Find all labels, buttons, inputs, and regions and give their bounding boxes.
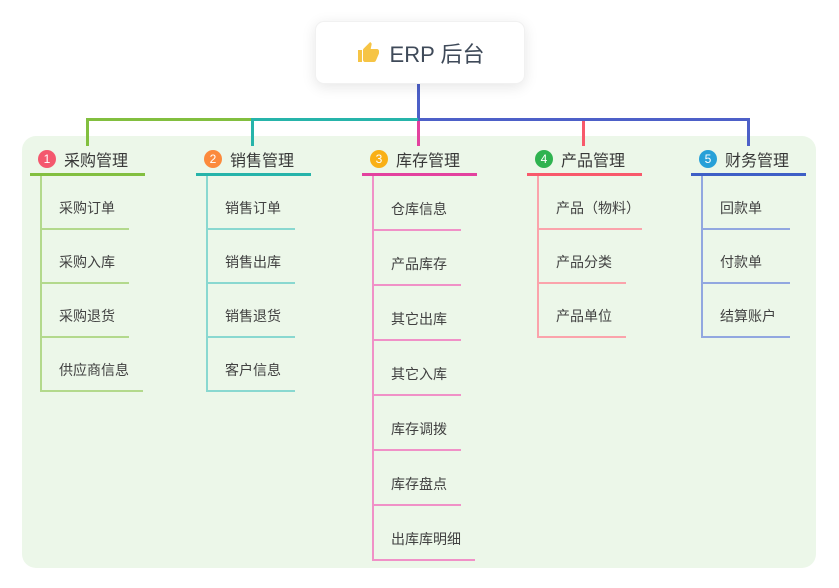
node-item[interactable]: 其它出库 [374,286,477,341]
node-item[interactable]: 销售出库 [208,230,311,284]
connector-branch2-horizontal [251,118,420,121]
branch-finance: 5 财务管理 回款单 付款单 结算账户 [691,144,806,338]
branch-title-label: 产品管理 [561,152,626,170]
connector-root-stem [417,82,420,118]
branch-children: 采购订单 采购入库 采购退货 供应商信息 [40,176,145,392]
root-node[interactable]: ERP 后台 [315,21,525,84]
node-item[interactable]: 采购退货 [42,284,145,338]
node-item[interactable]: 仓库信息 [374,176,477,231]
branch-purchase: 1 采购管理 采购订单 采购入库 采购退货 供应商信息 [30,144,145,392]
branch-children: 仓库信息 产品库存 其它出库 其它入库 库存调拨 库存盘点 出库库明细 [372,176,477,561]
node-item[interactable]: 回款单 [703,176,806,230]
node-item[interactable]: 供应商信息 [42,338,145,392]
branch-children: 销售订单 销售出库 销售退货 客户信息 [206,176,311,392]
node-item[interactable]: 付款单 [703,230,806,284]
branch-sales: 2 销售管理 销售订单 销售出库 销售退货 客户信息 [196,144,311,392]
connector-branch4-drop [582,121,585,146]
branch-title-finance[interactable]: 5 财务管理 [691,144,806,176]
node-item[interactable]: 销售退货 [208,284,311,338]
node-item[interactable]: 其它入库 [374,341,477,396]
canvas-panel [22,136,816,568]
node-item[interactable]: 出库库明细 [374,506,477,561]
branch-title-purchase[interactable]: 1 采购管理 [30,144,145,176]
node-item[interactable]: 产品（物料） [539,176,642,230]
connector-branch5-drop [747,118,750,146]
node-item[interactable]: 采购订单 [42,176,145,230]
node-item[interactable]: 销售订单 [208,176,311,230]
node-item[interactable]: 客户信息 [208,338,311,392]
branch-product: 4 产品管理 产品（物料） 产品分类 产品单位 [527,144,642,338]
branch-title-inventory[interactable]: 3 库存管理 [362,144,477,176]
branch-children: 回款单 付款单 结算账户 [701,176,806,338]
connector-branch2-drop [251,118,254,146]
branch-number-badge: 4 [535,149,553,168]
node-item[interactable]: 采购入库 [42,230,145,284]
branch-number-badge: 3 [370,149,388,168]
connector-branch1-drop [86,118,89,146]
connector-branch3-drop [417,121,420,146]
branch-title-product[interactable]: 4 产品管理 [527,144,642,176]
branch-number-badge: 1 [38,149,56,168]
node-item[interactable]: 库存盘点 [374,451,477,506]
node-item[interactable]: 库存调拨 [374,396,477,451]
thumbs-up-icon [356,41,380,65]
branch-title-label: 库存管理 [396,152,461,170]
branch-title-sales[interactable]: 2 销售管理 [196,144,311,176]
node-item[interactable]: 结算账户 [703,284,806,338]
branch-children: 产品（物料） 产品分类 产品单位 [537,176,642,338]
branch-inventory: 3 库存管理 仓库信息 产品库存 其它出库 其它入库 库存调拨 库存盘点 出库库… [362,144,477,561]
node-item[interactable]: 产品分类 [539,230,642,284]
connector-branch5-horizontal [418,118,749,121]
branch-title-label: 采购管理 [64,152,129,170]
node-item[interactable]: 产品单位 [539,284,642,338]
root-title: ERP 后台 [389,41,485,67]
branch-number-badge: 2 [204,149,222,168]
branch-title-label: 销售管理 [230,152,295,170]
branch-title-label: 财务管理 [725,152,790,170]
branch-number-badge: 5 [699,149,717,168]
node-item[interactable]: 产品库存 [374,231,477,286]
